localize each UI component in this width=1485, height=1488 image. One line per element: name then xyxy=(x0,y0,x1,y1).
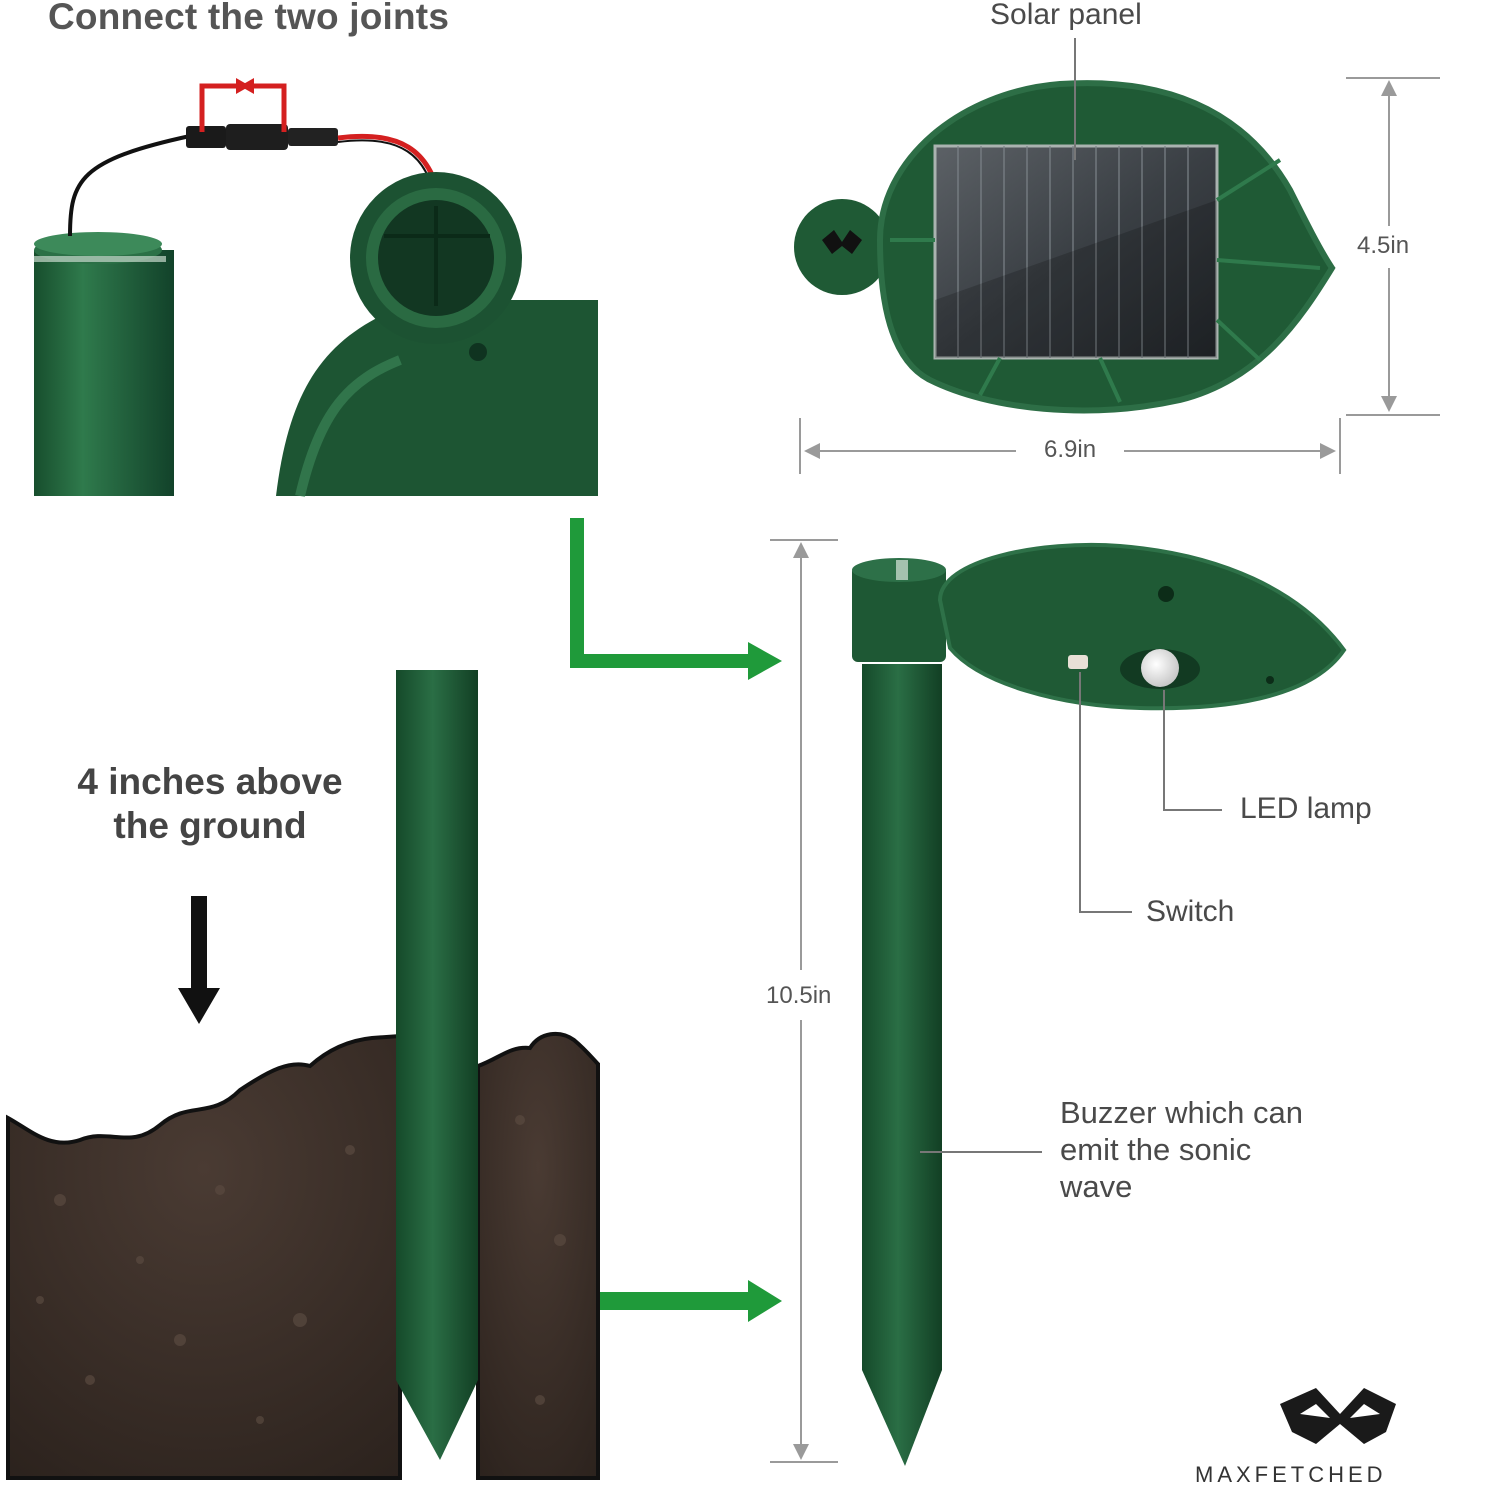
brand-name: MAXFETCHED xyxy=(1195,1462,1387,1487)
buzzer-label: Buzzer which can emit the sonic wave xyxy=(1060,1095,1303,1204)
page-title: Connect the two joints xyxy=(48,0,450,37)
depth-dimension-label: 4.5in xyxy=(1357,232,1410,259)
width-dimension-label: 6.9in xyxy=(1044,436,1097,463)
mask-logo-icon xyxy=(1280,1388,1396,1444)
switch-label: Switch xyxy=(1146,895,1235,928)
height-dimension-label: 10.5in xyxy=(766,982,832,1009)
height-dimension-line xyxy=(770,539,838,1463)
soil-install-photo xyxy=(6,670,600,1480)
install-depth-note: 4 inches above the ground xyxy=(77,761,343,846)
solar-panel-label: Solar panel xyxy=(990,0,1142,31)
led-lamp-label: LED lamp xyxy=(1240,792,1372,825)
assembly-arrows xyxy=(548,518,782,1322)
assembled-product xyxy=(852,542,1347,1466)
down-arrow-icon xyxy=(178,896,220,1024)
connector-photo xyxy=(34,78,598,498)
label-leader-lines xyxy=(920,672,1222,1153)
dimension-lines-top xyxy=(799,77,1440,474)
solar-leaf-top-view xyxy=(794,38,1336,414)
